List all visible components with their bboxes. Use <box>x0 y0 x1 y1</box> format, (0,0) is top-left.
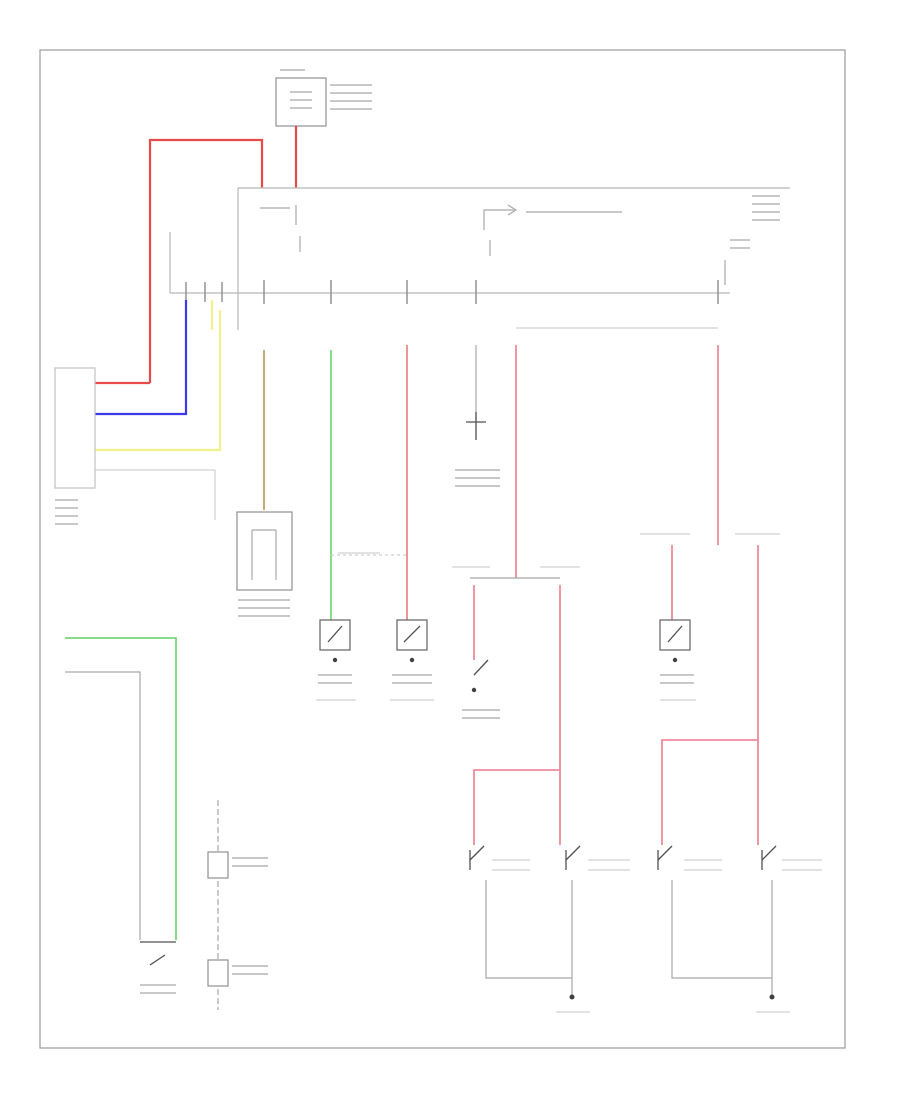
cylinder-switch <box>455 412 500 487</box>
switch-4 <box>659 619 694 684</box>
fuse-box <box>275 69 372 127</box>
door-switch-2 <box>565 845 581 870</box>
ground-return-right <box>671 880 772 979</box>
battery-feed-wire <box>148 138 264 383</box>
left-connector <box>54 367 96 525</box>
door-switch-4 <box>761 845 777 870</box>
diagram-frame <box>39 49 846 1049</box>
ground-icon <box>769 994 775 1000</box>
ground-return-left <box>485 880 572 979</box>
key-switch <box>140 941 176 994</box>
door-switch-3 <box>657 845 673 870</box>
pink-lower-left <box>473 769 560 845</box>
door-switch-1 <box>469 845 485 870</box>
switch-2 <box>392 619 432 684</box>
ground-icon <box>569 994 575 1000</box>
switch-3 <box>462 659 500 719</box>
gray-wire-left <box>95 469 216 520</box>
control-module <box>169 187 790 330</box>
yellow-wire <box>95 310 222 452</box>
sensor-2 <box>207 959 268 987</box>
sensor-1 <box>207 851 268 879</box>
pink-lower-right <box>661 739 758 845</box>
gray-wire-lower <box>65 671 141 940</box>
switch-1 <box>318 619 352 684</box>
blue-wire <box>95 300 188 416</box>
door-lock-motor <box>236 511 293 617</box>
green-wire-lower <box>65 637 177 940</box>
label-placeholders <box>316 533 822 1013</box>
bus-connectors <box>185 280 719 304</box>
